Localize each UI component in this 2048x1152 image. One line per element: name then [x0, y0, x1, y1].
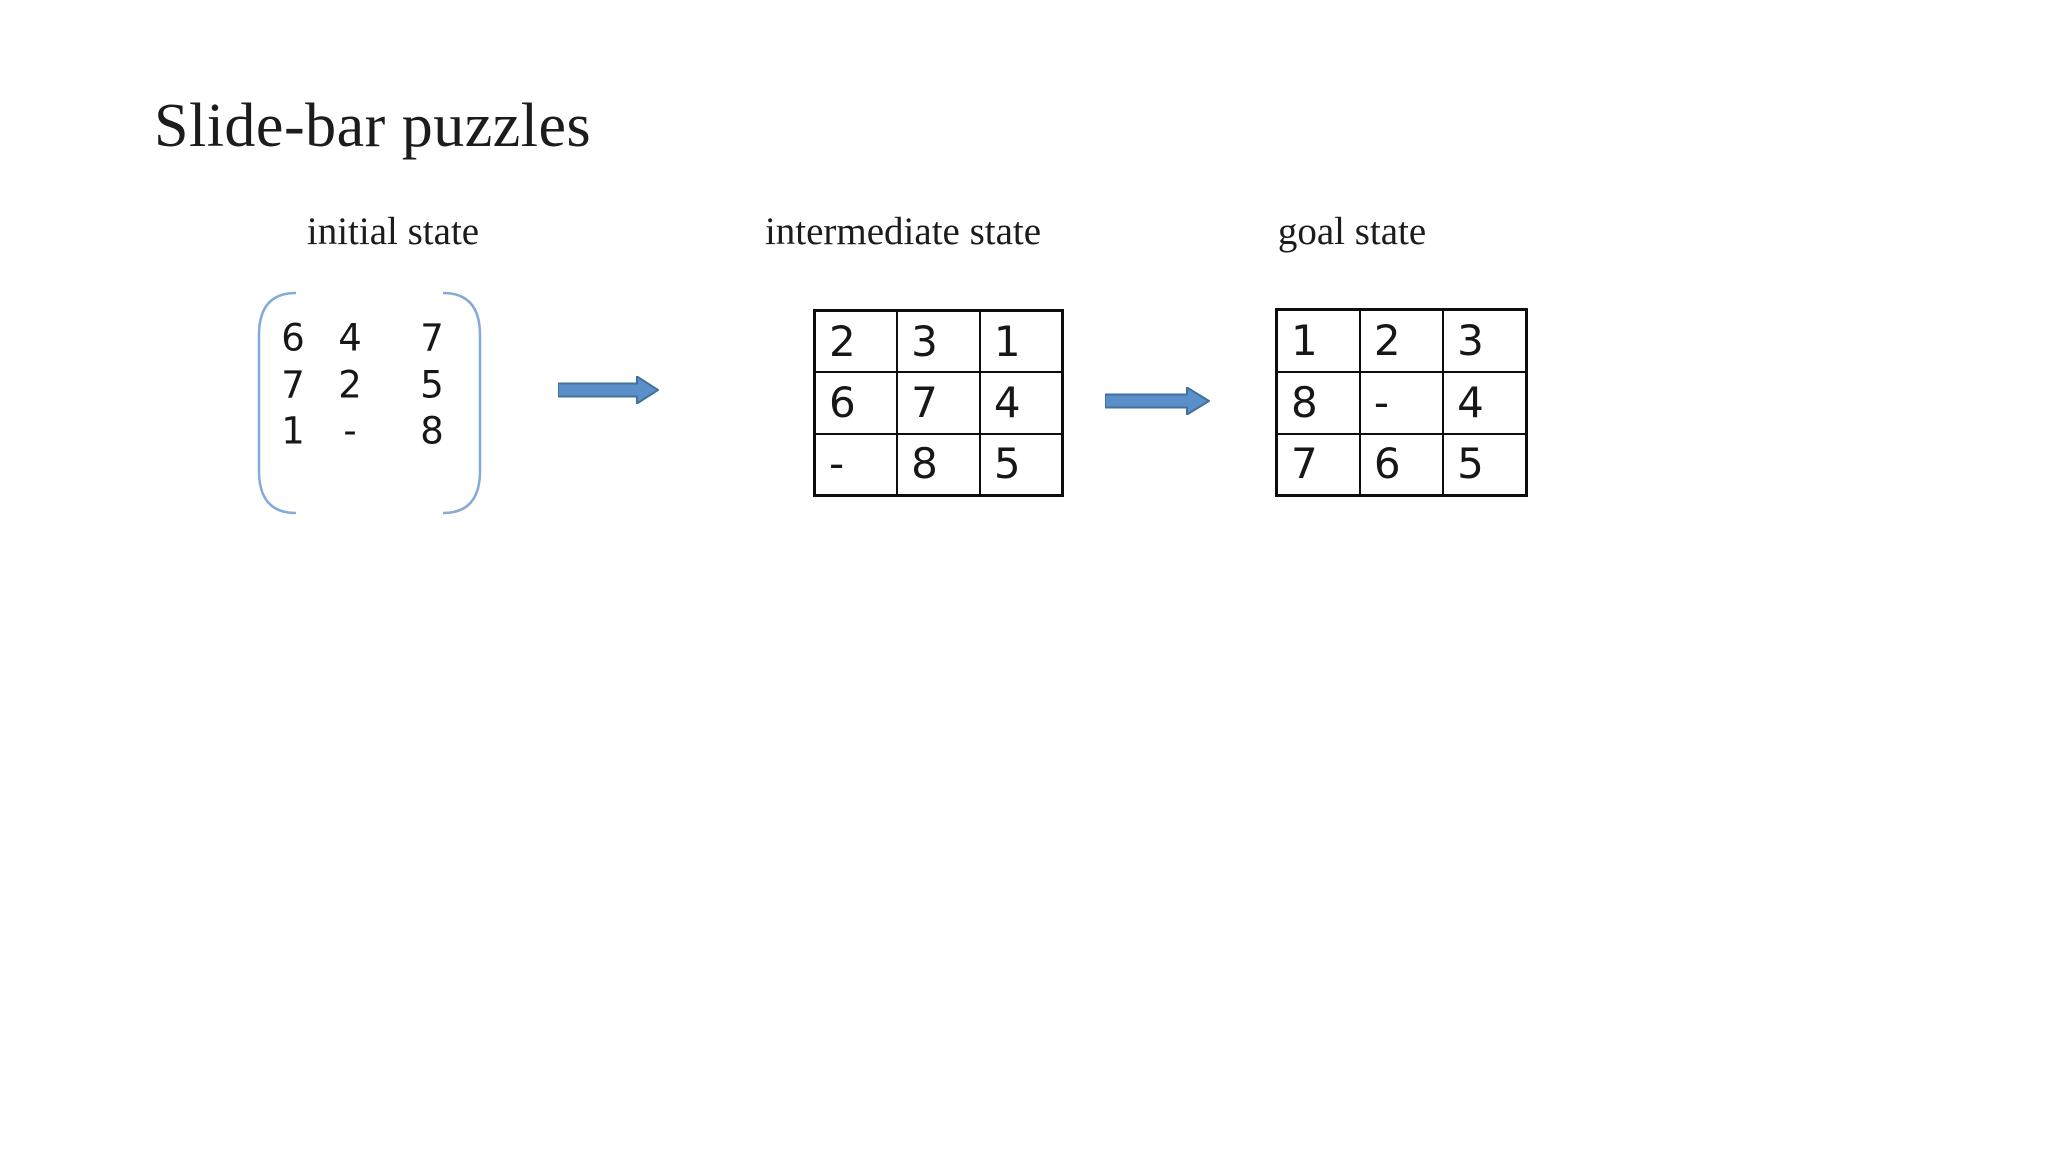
grid-cell: 2 [813, 309, 899, 374]
matrix-cell: 7 [420, 316, 444, 360]
grid-cell: 7 [1275, 432, 1361, 497]
grid-cell: 5 [1442, 432, 1528, 497]
grid-cell: 3 [896, 309, 981, 374]
matrix-cell: - [343, 409, 357, 453]
grid-row: 2 3 1 [813, 309, 1064, 374]
slide-title: Slide-bar puzzles [154, 92, 592, 160]
grid-cell: 3 [1442, 308, 1528, 373]
grid-row: 1 2 3 [1275, 308, 1528, 373]
matrix-cell: 5 [420, 363, 444, 407]
grid-cell: 4 [978, 371, 1064, 435]
left-bracket-icon [257, 291, 297, 515]
right-arrow-icon [1105, 387, 1210, 415]
grid-cell: 2 [1358, 308, 1445, 373]
grid-cell: 6 [1358, 432, 1445, 497]
initial-state-matrix: 6 4 7 7 2 5 1 - 8 [256, 290, 483, 516]
label-goal-state: goal state [1277, 210, 1427, 253]
matrix-cell: 8 [420, 409, 444, 453]
grid-cell: 5 [978, 432, 1064, 497]
right-arrow-icon [558, 376, 659, 404]
matrix-cell: 6 [281, 316, 305, 360]
grid-cell: - [813, 432, 899, 497]
intermediate-state-grid: 2 3 1 6 7 4 - 8 5 [813, 309, 1064, 497]
grid-cell: - [1358, 370, 1445, 435]
grid-row: 6 7 4 [813, 371, 1064, 435]
label-intermediate-state: intermediate state [764, 210, 1042, 253]
matrix-cell: 7 [281, 363, 305, 407]
matrix-cell: 4 [338, 316, 362, 360]
matrix-cell: 2 [338, 363, 362, 407]
grid-cell: 6 [813, 371, 899, 435]
goal-state-grid: 1 2 3 8 - 4 7 6 5 [1275, 308, 1528, 497]
grid-cell: 4 [1442, 370, 1528, 435]
grid-cell: 8 [1275, 370, 1361, 435]
label-initial-state: initial state [306, 210, 480, 253]
grid-cell: 1 [978, 309, 1064, 374]
grid-row: 8 - 4 [1275, 370, 1528, 435]
grid-row: 7 6 5 [1275, 432, 1528, 497]
right-bracket-icon [442, 291, 482, 515]
grid-row: - 8 5 [813, 432, 1064, 497]
grid-cell: 7 [896, 371, 981, 435]
grid-cell: 8 [896, 432, 981, 497]
matrix-cell: 1 [281, 409, 305, 453]
grid-cell: 1 [1275, 308, 1361, 373]
